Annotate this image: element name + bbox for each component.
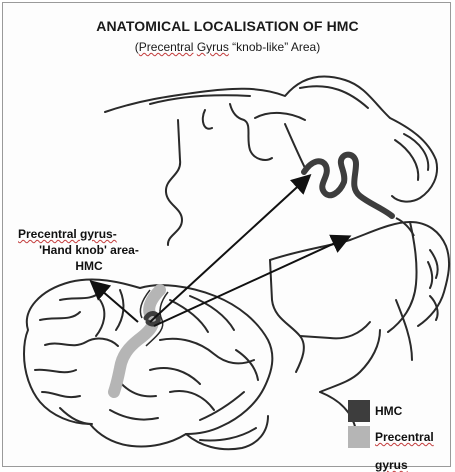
figure-title: ANATOMICAL LOCALISATION OF HMC	[0, 18, 455, 34]
upper-cortex-outline	[105, 77, 437, 202]
legend: HMC Precentral gyrus	[348, 398, 448, 472]
hmc-knob-band	[304, 155, 392, 216]
callout-line-2: 'Hand knob' area-	[14, 242, 164, 258]
callout-line-3: HMC	[14, 258, 164, 274]
callout-line-1: Precentral gyrus-	[14, 226, 164, 242]
legend-swatch-hmc	[348, 400, 370, 422]
legend-label-hmc: HMC	[375, 404, 402, 418]
arrow-to-lower-section	[154, 238, 346, 326]
arrow-to-callout	[94, 284, 138, 322]
legend-label-precentral: Precentral	[375, 430, 434, 444]
legend-item-precentral: Precentral gyrus	[348, 424, 448, 472]
subtitle-gyrus: Gyrus	[197, 40, 229, 54]
subtitle-rest: “knob-like” Area)	[229, 40, 320, 54]
legend-label-precentral-line2: gyrus	[375, 458, 408, 472]
legend-item-hmc: HMC	[348, 398, 448, 424]
subtitle-precentral: Precentral	[139, 40, 194, 54]
arrow-to-upper-knob	[150, 178, 307, 322]
precentral-gyrus-band	[114, 290, 160, 392]
lower-cortex-outline	[270, 222, 449, 326]
hand-knob-callout: Precentral gyrus- 'Hand knob' area- HMC	[14, 226, 164, 274]
legend-swatch-precentral	[348, 426, 370, 448]
upper-sulcus-main	[166, 120, 182, 245]
figure-subtitle: (Precentral Gyrus “knob-like” Area)	[0, 40, 455, 54]
